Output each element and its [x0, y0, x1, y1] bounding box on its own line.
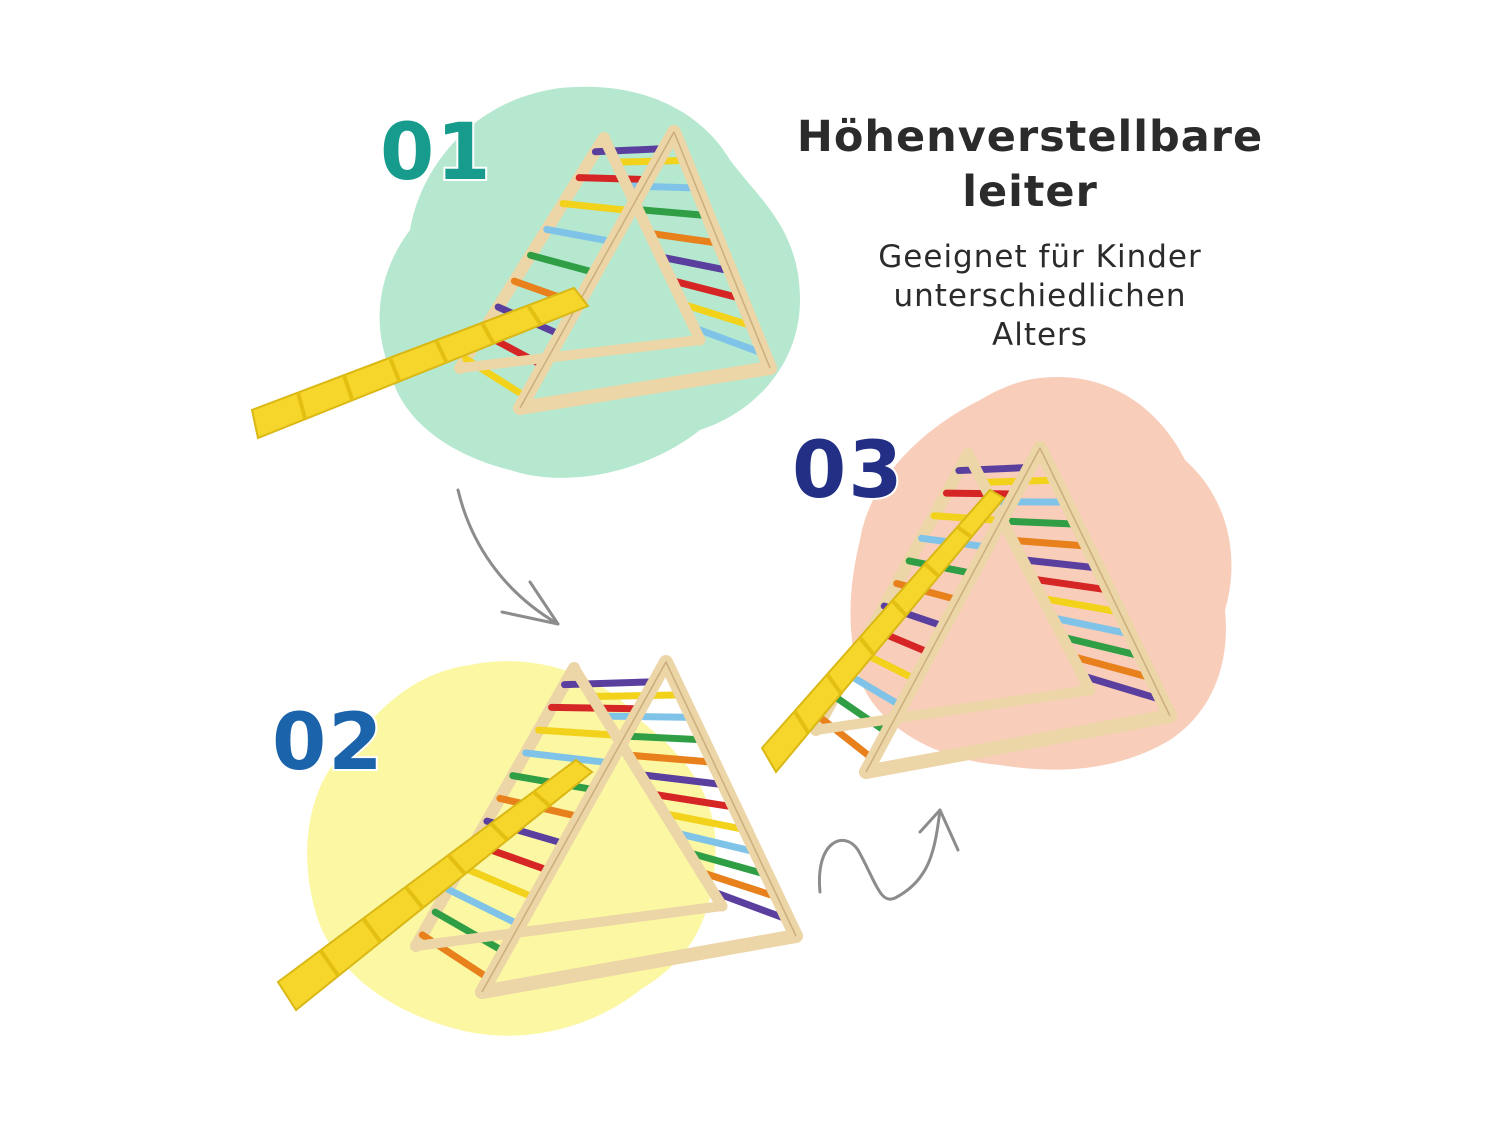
subline-line-3: Alters: [800, 316, 1280, 355]
step-number-03: 03: [792, 432, 905, 510]
subline: Geeignet für Kinder unterschiedlichen Al…: [800, 238, 1280, 355]
headline-line-2: leiter: [760, 165, 1300, 220]
step-number-01: 01: [380, 114, 493, 192]
rung: [946, 493, 1015, 494]
headline: Höhenverstellbare leiter: [760, 110, 1300, 220]
rung: [604, 716, 692, 717]
rung: [579, 178, 647, 180]
curved-arrow-icon: [458, 490, 558, 624]
subline-line-1: Geeignet für Kinder: [800, 238, 1280, 277]
wavy-arrow-icon: [819, 810, 958, 899]
headline-line-1: Höhenverstellbare: [760, 110, 1300, 165]
rung: [592, 695, 682, 697]
subline-line-2: unterschiedlichen: [800, 277, 1280, 316]
rung: [1003, 521, 1077, 524]
step-number-02: 02: [272, 704, 385, 782]
